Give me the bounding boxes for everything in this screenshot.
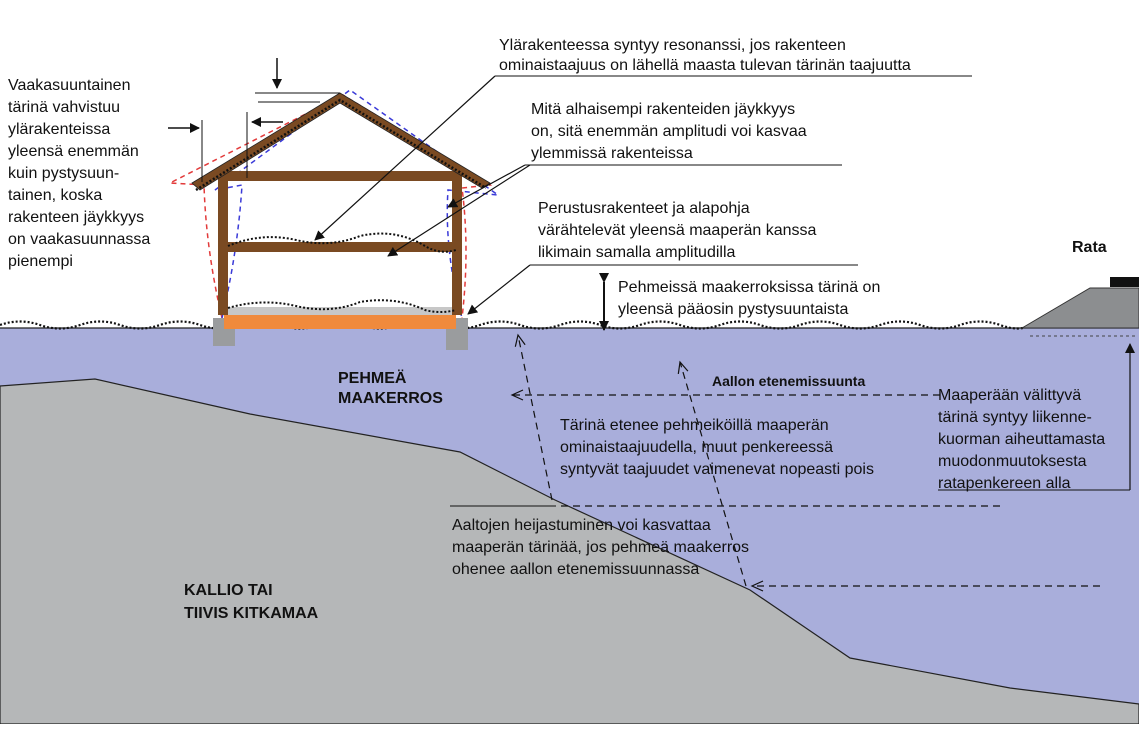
bedrock-label-2: TIIVIS KITKAMAA <box>184 605 319 622</box>
note-stiffness-line: on, sitä enemmän amplitudi voi kasvaa <box>531 123 807 140</box>
note-horizontal-line: ylärakenteissa <box>8 121 110 138</box>
note-foundation-line: värähtelevät yleensä maaperän kanssa <box>538 222 816 239</box>
note-source-line: kuorman aiheuttamasta <box>938 431 1105 448</box>
soft-layer-label-1: PEHMEÄ <box>338 369 407 387</box>
note-horizontal: Vaakasuuntainen tärinä vahvistuu ylärake… <box>8 77 155 270</box>
ground-vibration-wave <box>0 320 1031 330</box>
resonance-leader <box>314 75 496 241</box>
note-vertical-line: yleensä pääosin pystysuuntaista <box>618 301 848 318</box>
note-reflection: Aaltojen heijastuminen voi kasvattaa maa… <box>452 517 754 578</box>
rata-label: Rata <box>1072 239 1107 256</box>
note-vertical: Pehmeissä maakerroksissa tärinä on yleen… <box>618 279 885 318</box>
bedrock-label-1: KALLIO TAI <box>184 582 273 599</box>
note-source: Maaperään välittyvä tärinä syntyy liiken… <box>938 387 1110 492</box>
note-reflection-line: maaperän tärinää, jos pehmeä maakerros <box>452 539 749 556</box>
note-horizontal-line: yleensä enemmän <box>8 143 139 160</box>
note-vertical-line: Pehmeissä maakerroksissa tärinä on <box>618 279 880 296</box>
note-horizontal-line: pienempi <box>8 253 73 270</box>
note-foundation-line: likimain samalla amplitudilla <box>538 244 736 261</box>
railway-embankment <box>1020 287 1139 329</box>
rail <box>1110 277 1139 287</box>
note-reflection-line: ohenee aallon etenemissuunnassa <box>452 561 699 578</box>
note-source-line: ratapenkereen alla <box>938 475 1071 492</box>
note-propagation: Tärinä etenee pehmeiköillä maaperän omin… <box>560 417 874 478</box>
stiffness-leader <box>447 164 526 208</box>
note-stiffness-line: ylemmissä rakenteissa <box>531 145 693 162</box>
note-source-line: Maaperään välittyvä <box>938 387 1081 404</box>
floor-top <box>224 307 456 315</box>
note-resonance: Ylärakenteessa syntyy resonanssi, jos ra… <box>499 37 911 74</box>
reflection-ray-left <box>514 333 553 501</box>
ceiling-beam <box>218 171 462 181</box>
note-stiffness: Mitä alhaisempi rakenteiden jäykkyys on,… <box>531 101 811 162</box>
note-source-line: tärinä syntyy liikenne- <box>938 409 1092 426</box>
note-horizontal-line: rakenteen jäykkyys <box>8 209 144 226</box>
note-stiffness-line: Mitä alhaisempi rakenteiden jäykkyys <box>531 101 795 118</box>
note-horizontal-line: tärinä vahvistuu <box>8 99 120 116</box>
note-horizontal-line: Vaakasuuntainen <box>8 77 130 94</box>
mid-beam <box>224 242 456 252</box>
note-propagation-line: ominaistaajuudella, muut penkereessä <box>560 439 833 456</box>
note-source-line: muodonmuutoksesta <box>938 453 1087 470</box>
roof-vibration-dots <box>195 98 487 192</box>
wall-left <box>218 175 228 315</box>
soft-layer-label-2: MAAKERROS <box>338 390 443 407</box>
reflection-ray-right <box>677 360 747 587</box>
note-horizontal-line: tainen, koska <box>8 187 102 204</box>
mode-shape-blue <box>214 89 501 319</box>
note-foundation-line: Perustusrakenteet ja alapohja <box>538 200 750 217</box>
note-resonance-line: Ylärakenteessa syntyy resonanssi, jos ra… <box>499 37 846 54</box>
foundation-leader-a <box>387 164 531 257</box>
mid-beam-wave <box>227 232 457 253</box>
note-horizontal-line: kuin pystysuun- <box>8 165 119 182</box>
wall-right <box>452 175 462 315</box>
wave-direction-label: Aallon etenemissuunta <box>712 373 865 389</box>
floor-wave <box>227 299 457 313</box>
floor-slab <box>224 315 456 329</box>
note-reflection-line: Aaltojen heijastuminen voi kasvattaa <box>452 517 711 534</box>
note-propagation-line: syntyvät taajuudet vaimenevat nopeasti p… <box>560 461 874 478</box>
note-propagation-line: Tärinä etenee pehmeiköillä maaperän <box>560 417 829 434</box>
foundation-leader-b <box>467 264 531 315</box>
note-resonance-line: ominaistaajuus on lähellä maasta tulevan… <box>499 57 911 74</box>
note-foundation: Perustusrakenteet ja alapohja värähtelev… <box>538 200 821 261</box>
note-horizontal-line: on vaakasuunnassa <box>8 231 150 248</box>
